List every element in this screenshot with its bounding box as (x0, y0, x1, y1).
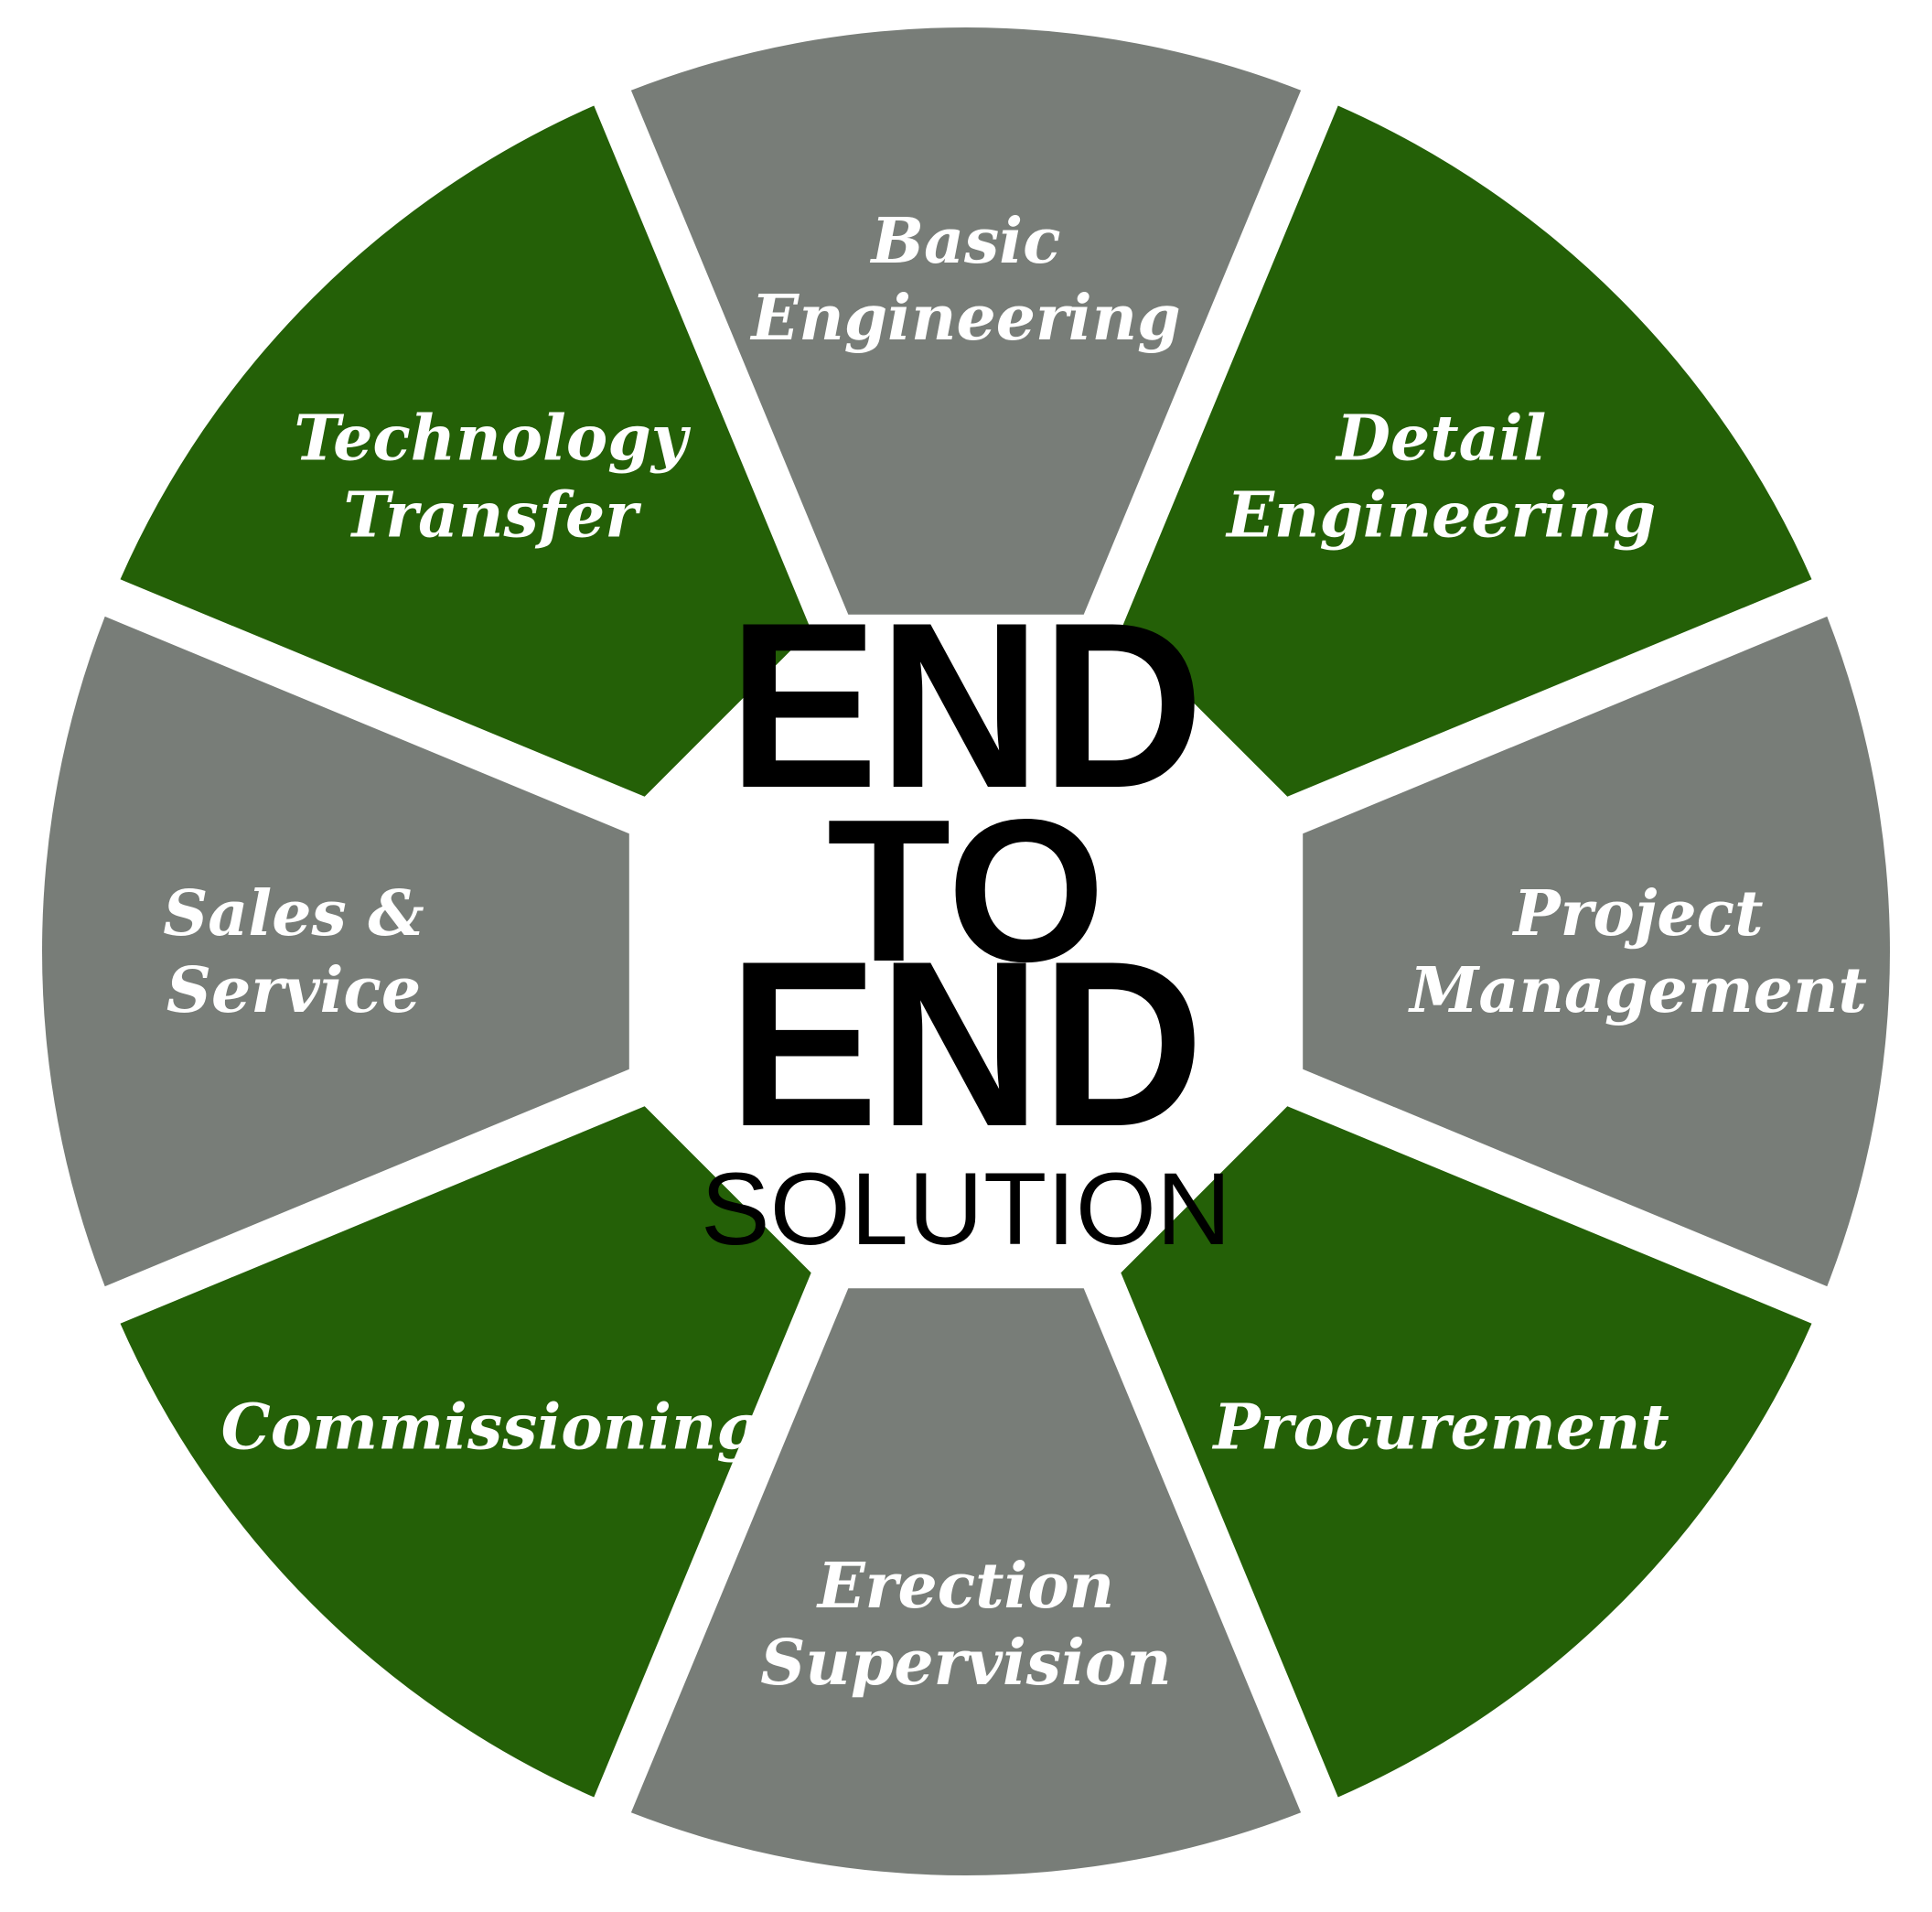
label-erection-supervision-line-2: Supervision (760, 1627, 1171, 1700)
label-erection-supervision-line-1: Erection (816, 1550, 1114, 1623)
label-commissioning-line-1: Commissioning (221, 1391, 760, 1465)
center-title: END TO END SOLUTION (701, 573, 1231, 1266)
label-commissioning: Commissioning (221, 1391, 760, 1465)
segment-procurement (1121, 1106, 1812, 1798)
label-sales-service: Sales &Service (163, 877, 424, 1027)
segment-basic-engineering (630, 27, 1302, 615)
segment-erection-supervision (630, 1288, 1302, 1875)
segment-project-management (1303, 616, 1890, 1287)
label-sales-service-line-1: Sales & (163, 877, 424, 951)
center-line-to: TO (827, 778, 1105, 1004)
label-procurement: Procurement (1212, 1391, 1669, 1465)
label-detail-engineering-line-2: Engineering (1225, 478, 1656, 552)
wheel-segments (42, 27, 1890, 1875)
segment-technology-transfer (120, 105, 811, 797)
center-line-end-2: END (728, 911, 1204, 1176)
label-basic-engineering-line-1: Basic (869, 205, 1060, 278)
label-detail-engineering-line-1: Detail (1335, 402, 1546, 475)
label-sales-service-line-2: Service (166, 954, 421, 1027)
label-technology-transfer-line-1: Technology (294, 402, 691, 475)
segment-commissioning (120, 1106, 811, 1798)
center-line-end-1: END (728, 573, 1204, 837)
label-project-management-line-1: Project (1512, 877, 1764, 951)
label-technology-transfer-line-2: Transfer (343, 478, 641, 552)
center-line-solution: SOLUTION (701, 1152, 1231, 1266)
label-project-management-line-2: Management (1408, 954, 1867, 1027)
label-procurement-line-1: Procurement (1212, 1391, 1669, 1465)
segment-detail-engineering (1121, 105, 1812, 797)
label-basic-engineering-line-2: Engineering (749, 282, 1180, 355)
segment-sales-service (42, 616, 629, 1287)
